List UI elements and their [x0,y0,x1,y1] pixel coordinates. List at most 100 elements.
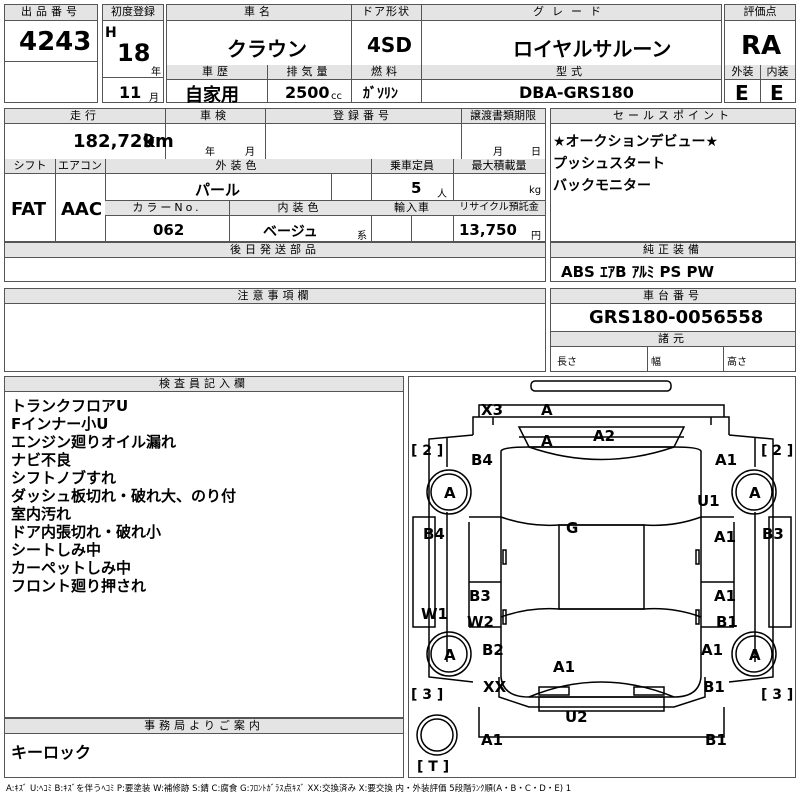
inspector-item: シフトノブすれ [11,469,117,487]
mark-a-tire-rl: A [444,646,456,664]
mark-b3-rear-door-l: B3 [469,587,491,605]
later-parts-label: 後日発送部品 [5,243,545,258]
color-no-label: カラーNo. [105,201,229,216]
int-color-value: ベージュ [263,224,318,240]
max-load-unit: kg [529,185,542,196]
sales-point-1: ★オークションデビュー★ [553,134,719,150]
inspector-item: シートしみ中 [11,541,102,559]
ac-label: エアコン [55,159,105,174]
mark-x3: X3 [481,401,503,419]
shift-value: FAT [11,199,47,220]
bracket-front-right: [ 2 ] [761,443,793,459]
chassis-value: GRS180-0056558 [589,307,764,328]
office-label: 事務局よりご案内 [5,719,403,734]
sales-point-3: バックモニター [553,178,651,194]
first-registration-label: 初度登録 [103,5,163,21]
inspection-year-unit: 年 [205,147,215,158]
legend: A:ｷｽﾞ U:ﾍｺﾐ B:ｷｽﾞを伴うﾍｺﾐ P:要塗装 W:補修跡 S:錆 … [6,784,572,794]
ext-score-value: E [735,81,749,105]
score-label: 評価点 [725,5,795,21]
mark-a1-door-r: A1 [714,528,736,546]
score-value: RA [741,31,782,61]
displacement-label: 排気量 [267,65,351,80]
recycle-label: リサイクル預託金 [453,201,545,216]
auction-number-box: 出品番号 4243 [4,4,98,103]
inspector-item: 室内汚れ [11,505,72,523]
score-box: 評価点 RA 外装 内装 E E [724,4,796,105]
grade-label: グレード [421,5,721,21]
first-registration-box: 初度登録 H 18 年 11 月 [102,4,164,104]
ext-color-value: パール [195,181,241,199]
mark-a1-bumper-l: A1 [481,731,503,749]
chassis-box: 車台番号 GRS180-0056558 諸元 長さ 幅 高さ [550,288,796,372]
reg-month-unit: 月 [149,93,159,104]
bracket-rear-right: [ 3 ] [761,687,793,703]
mark-a-windshield: A [541,432,553,450]
reg-month: 11 [119,83,142,102]
notes-box: 注意事項欄 [4,288,546,372]
transfer-label: 譲渡書類期限 [461,109,545,124]
door-value: 4SD [367,33,412,57]
mark-b4-left: B4 [423,525,445,543]
model-code-label: 型式 [421,65,721,80]
capacity-label: 乗車定員 [371,159,453,174]
ext-score-label: 外装 [725,65,760,80]
inspector-label: 検査員記入欄 [5,377,403,392]
inspector-item: ダッシュ板切れ・破れ大、のり付 [11,487,237,505]
int-color-label: 内装色 [229,201,371,216]
mark-u1: U1 [697,492,720,510]
mark-a-tire-fl: A [444,484,456,502]
grade-value: ロイヤルサルーン [513,37,672,61]
mileage-unit: km [143,131,174,152]
mark-a1-trunk: A1 [553,658,575,676]
bracket-rear-left: [ 3 ] [411,687,443,703]
inspector-item: カーペットしみ中 [11,559,132,577]
mark-w1: W1 [421,605,448,623]
inspection-label: 車検 [165,109,265,124]
sales-point-2: プッシュスタート [553,156,665,172]
mark-b1-bumper-r: B1 [705,731,727,749]
mark-a1-rear-door-r: A1 [714,587,736,605]
capacity-unit: 人 [437,189,447,200]
car-diagram-svg: X3 A A A2 B4 A1 A A U1 G B4 A1 B3 B3 A1 … [411,380,793,775]
office-box: 事務局よりご案内 キーロック [4,718,404,778]
spec-box: 車名 ドア形状 グレード クラウン 4SD ロイヤルサルーン 車歴 排気量 燃料… [166,4,722,106]
import-label: 輸入車 [371,201,453,216]
mark-a1-front-right: A1 [715,451,737,469]
reg-no-label: 登録番号 [265,109,461,124]
dims-width: 幅 [651,357,661,368]
ext-color-label: 外装色 [105,159,371,174]
mark-b4-front: B4 [471,451,493,469]
inspector-item: Fインナー小U [11,415,109,433]
mark-xx: XX [483,678,507,696]
mark-a2: A2 [593,427,615,445]
damage-diagram: X3 A A A2 B4 A1 A A U1 G B4 A1 B3 B3 A1 … [408,376,796,778]
history-label: 車歴 [167,65,267,80]
inspection-month-unit: 月 [245,147,255,158]
dims-height: 高さ [727,357,747,368]
int-color-unit: 系 [357,231,367,242]
recycle-value: 13,750 [459,221,517,239]
auction-number-label: 出品番号 [5,5,97,21]
sales-points-box: セールスポイント ★オークションデビュー★ プッシュスタート バックモニター [550,108,796,242]
inspector-item: ドア内張切れ・破れ小 [11,523,162,541]
mark-a-hood: A [541,401,553,419]
details-box: 走行 車検 登録番号 譲渡書類期限 182,729 km 年 月 月 日 シフト… [4,108,546,242]
mark-a-tire-fr: A [749,484,761,502]
displacement-unit: cc [331,91,342,102]
mileage-label: 走行 [5,109,165,124]
car-name-value: クラウン [227,37,307,61]
transfer-month-unit: 月 [493,147,503,158]
color-no-value: 062 [153,221,185,239]
bracket-front-left: [ 2 ] [411,443,443,459]
car-name-label: 車名 [167,5,351,21]
recycle-unit: 円 [531,231,541,242]
capacity-value: 5 [411,179,422,197]
dims-label: 諸元 [551,332,795,347]
sales-points-label: セールスポイント [551,109,795,124]
dims-length: 長さ [557,357,577,368]
era: H [105,25,117,41]
door-label: ドア形状 [351,5,421,21]
inspector-item: フロント廻り押され [11,577,147,595]
